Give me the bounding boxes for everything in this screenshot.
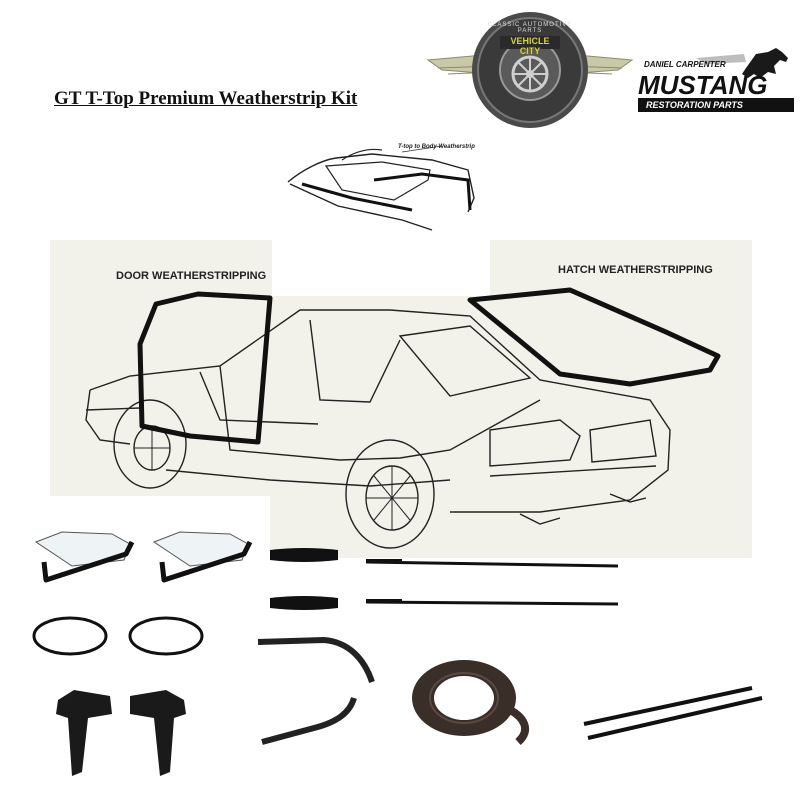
- short-seal-strip-1: [266, 544, 342, 566]
- vehicle-city-name: VEHICLE CITY: [510, 36, 550, 56]
- vehicle-city-logo: CLASSIC AUTOMOTIVE PARTS VEHICLE CITY: [424, 8, 636, 138]
- car-center-panel: [270, 296, 492, 558]
- mustang-bottom-line: RESTORATION PARTS: [646, 100, 743, 110]
- horse-icon: [742, 48, 788, 78]
- pillar-seal-left: [52, 686, 116, 782]
- hatch-caption: HATCH WEATHERSTRIPPING: [558, 264, 713, 276]
- mustang-top-line: DANIEL CARPENTER: [644, 60, 726, 69]
- short-seal-strip-2: [266, 592, 342, 614]
- long-belt-strip-1: [362, 556, 622, 570]
- ttop-panel-seal-right: [150, 526, 256, 588]
- mustang-brand: MUSTANG: [638, 70, 768, 100]
- pillar-seal-right: [126, 686, 190, 782]
- door-caption: DOOR WEATHERSTRIPPING: [116, 270, 267, 282]
- diagonal-seal-strips: [580, 680, 768, 744]
- door-weatherstrip-panel: [50, 240, 272, 496]
- long-belt-strip-2: [362, 596, 622, 610]
- o-ring-seal-left: [28, 612, 112, 658]
- o-ring-seal-right: [124, 612, 208, 658]
- page-title: GT T-Top Premium Weatherstrip Kit: [54, 88, 358, 109]
- molded-corner-seals: [254, 628, 378, 750]
- ttop-panel-seal-left: [32, 526, 138, 588]
- ttop-caption: T-top to Body Weatherstrip: [398, 144, 475, 150]
- mustang-restoration-logo: DANIEL CARPENTER MUSTANG RESTORATION PAR…: [636, 48, 796, 120]
- ttop-diagram: T-top to Body Weatherstrip: [282, 140, 482, 240]
- vehicle-city-arc-text: CLASSIC AUTOMOTIVE PARTS: [487, 22, 573, 34]
- car-diagram: [70, 280, 750, 560]
- foam-tape-roll: [406, 646, 542, 746]
